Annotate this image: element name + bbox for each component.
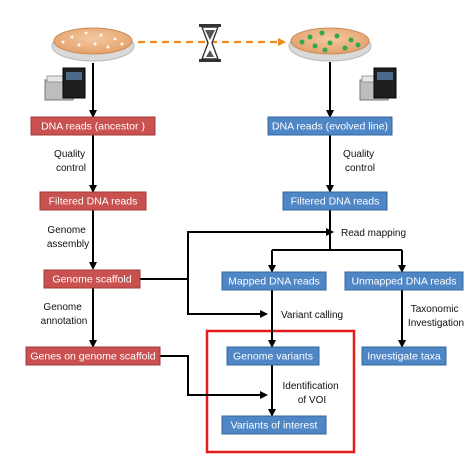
ancestor-plate-icon bbox=[51, 27, 135, 62]
step-quality-control-left: Quality control bbox=[54, 149, 88, 174]
node-label: DNA reads (evolved line) bbox=[272, 121, 388, 133]
node-genome-scaffold: Genome scaffold bbox=[43, 269, 141, 289]
node-label: Genome scaffold bbox=[52, 274, 131, 286]
node-variants-of-interest: Variants of interest bbox=[221, 415, 327, 435]
edges bbox=[89, 62, 406, 417]
step-genome-assembly: Genome assembly bbox=[47, 225, 89, 250]
node-label: Mapped DNA reads bbox=[228, 276, 320, 288]
hourglass-icon bbox=[199, 24, 221, 62]
variants-highlight-frame bbox=[205, 329, 356, 454]
node-investigate-taxa: Investigate taxa bbox=[361, 346, 447, 366]
dna-sequencer-icon-right bbox=[359, 67, 397, 101]
step-genome-annotation: Genome annotation bbox=[41, 302, 88, 327]
step-read-mapping: Read mapping bbox=[341, 228, 406, 239]
node-label: Investigate taxa bbox=[367, 351, 441, 363]
step-quality-control-right: Quality control bbox=[343, 149, 377, 174]
node-label: Genes on genome scaffold bbox=[30, 351, 155, 363]
node-filtered-dna-reads-right: Filtered DNA reads bbox=[282, 191, 388, 211]
node-genome-variants: Genome variants bbox=[226, 346, 320, 366]
node-genes-on-scaffold: Genes on genome scaffold bbox=[25, 346, 161, 366]
step-variant-calling: Variant calling bbox=[281, 310, 343, 321]
node-label: Filtered DNA reads bbox=[49, 196, 138, 208]
node-unmapped-dna-reads: Unmapped DNA reads bbox=[344, 271, 464, 291]
step-taxonomic-investigation: Taxonomic Investigation bbox=[408, 304, 464, 329]
node-label: Genome variants bbox=[233, 351, 313, 363]
node-label: DNA reads (ancestor ) bbox=[41, 121, 145, 133]
evolved-plate-icon bbox=[288, 27, 372, 62]
node-label: Unmapped DNA reads bbox=[351, 276, 456, 288]
step-identification-voi: Identification of VOI bbox=[283, 381, 342, 406]
node-dna-reads-evolved: DNA reads (evolved line) bbox=[267, 116, 393, 136]
node-mapped-dna-reads: Mapped DNA reads bbox=[221, 271, 327, 291]
dna-sequencer-icon bbox=[44, 67, 86, 101]
node-filtered-dna-reads-left: Filtered DNA reads bbox=[39, 191, 147, 211]
node-dna-reads-ancestor: DNA reads (ancestor ) bbox=[30, 116, 156, 136]
node-label: Variants of interest bbox=[231, 420, 318, 432]
node-label: Filtered DNA reads bbox=[291, 196, 380, 208]
